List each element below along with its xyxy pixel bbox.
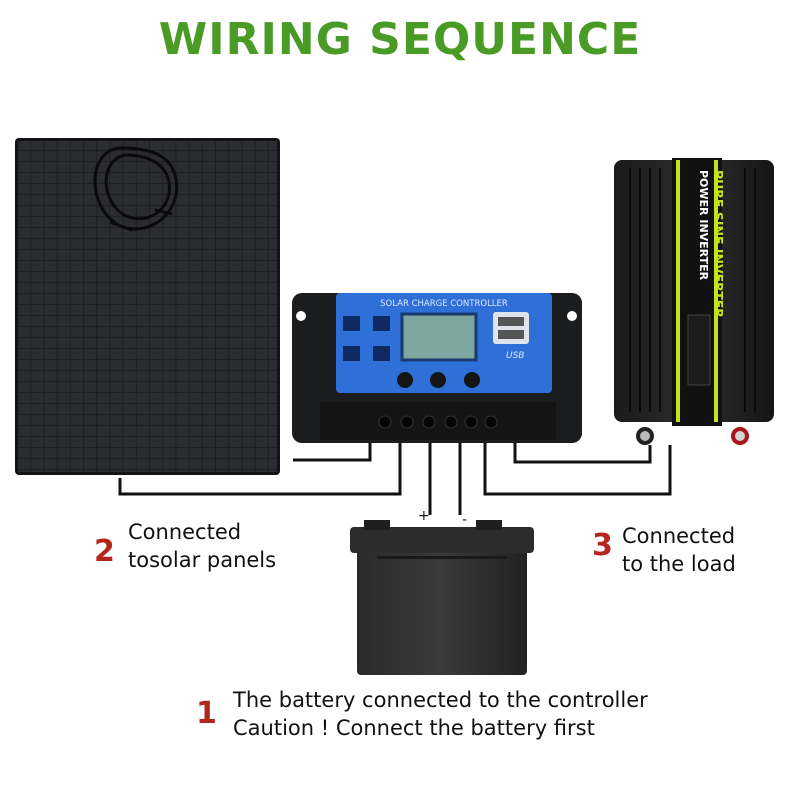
terminal-screws <box>378 415 498 429</box>
battery: + - <box>350 508 534 675</box>
step-1-line-1: The battery connected to the controller <box>233 688 648 712</box>
lock-button-icon <box>373 346 390 361</box>
mode-button-icon <box>343 346 360 361</box>
step-2-line-1: Connected <box>128 520 242 544</box>
step-2-text: Connected tosolar panels <box>128 518 276 574</box>
usb-label: USB <box>506 351 524 361</box>
inverter-type-text: PURE SINE INVERTER <box>711 170 726 318</box>
step-1-number: 1 <box>196 696 217 731</box>
step-1-text: The battery connected to the controller … <box>233 686 648 742</box>
step-3-number: 3 <box>592 528 613 563</box>
inverter-model-text: POWER INVERTER <box>697 170 710 281</box>
battery-plus-label: + <box>418 508 430 524</box>
power-inverter: POWER INVERTER PURE SINE INVERTER <box>614 158 774 445</box>
charge-controller: SOLAR CHARGE CONTROLLER USB <box>292 293 582 443</box>
panel-cable <box>93 146 179 232</box>
menu-button-icon <box>343 316 360 331</box>
page-title: WIRING SEQUENCE <box>158 14 642 65</box>
step-1-line-2: Caution ! Connect the battery first <box>233 716 595 740</box>
step-2-number: 2 <box>94 534 115 569</box>
solar-panel <box>15 138 280 475</box>
battery-minus-label: - <box>462 512 467 528</box>
wires <box>118 440 672 515</box>
step-3-text: Connected to the load <box>622 522 736 578</box>
controller-header: SOLAR CHARGE CONTROLLER <box>380 299 508 309</box>
step-3-line-1: Connected <box>622 524 736 548</box>
step-3-line-2: to the load <box>622 552 736 576</box>
step-2-line-2: tosolar panels <box>128 548 277 572</box>
usb-ports <box>493 312 529 344</box>
set-button-icon <box>373 316 390 331</box>
